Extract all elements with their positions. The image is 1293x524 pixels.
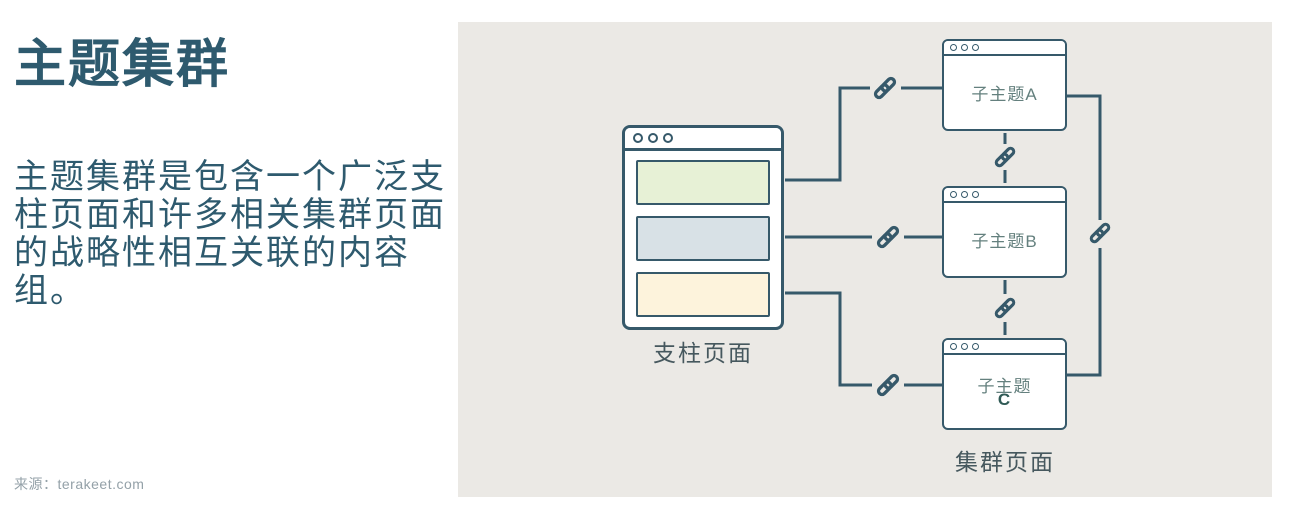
link-icon [993,145,1017,169]
pillar-to-c-connector [785,291,872,387]
pillar-to-a-connector [785,86,870,182]
page-title: 主题集群 [14,36,231,94]
window-control-dot [950,191,957,198]
connector-lines [785,75,1112,398]
window-control-dot [972,44,979,51]
link-icon [875,224,901,250]
window-control-dot [633,133,643,143]
content-block-cream [636,272,770,317]
window-control-dot [648,133,658,143]
cluster-window-title-text: 子主题B [971,231,1038,251]
a-to-c-connector [1067,94,1102,220]
cluster-window-title: 子主题A [944,56,1065,128]
window-controls [944,188,1065,203]
link-icon [993,296,1017,320]
window-control-dot [950,343,957,350]
link-icon [872,75,898,101]
window-controls [625,128,781,151]
window-control-dot [972,191,979,198]
window-control-dot [961,343,968,350]
cluster-pages-label: 集群页面 [955,449,1055,475]
cluster-window-title-text: 子主题 [977,377,1032,396]
window-control-dot [972,343,979,350]
window-control-dot [961,44,968,51]
cluster-window-c: 子主题 C [942,338,1067,430]
link-icon [875,372,901,398]
a-to-c-connector [1067,248,1102,377]
cluster-window-title: 子主题B [944,203,1065,275]
cluster-window-b: 子主题B [942,186,1067,278]
pillar-content-blocks [625,151,781,327]
pillar-page-label: 支柱页面 [653,340,753,366]
window-control-dot [663,133,673,143]
window-controls [944,340,1065,355]
source-attribution: 来源：terakeet.com [14,476,145,492]
topic-cluster-diagram: 支柱页面 子主题A 子主题B 子主题 [458,22,1272,497]
content-block-green [636,160,770,205]
link-icon [1088,221,1112,245]
window-control-dot [961,191,968,198]
cluster-window-a: 子主题A [942,39,1067,131]
cluster-window-title-overflow: C [997,390,1012,409]
cluster-window-title: 子主题 C [944,355,1065,427]
content-block-blue [636,216,770,261]
window-controls [944,41,1065,56]
page-description: 主题集群是包含一个广泛支柱页面和许多相关集群页面的战略性相互关联的内容组。 [14,158,446,310]
pillar-page-window [622,125,784,330]
cluster-window-title-text: 子主题A [971,84,1038,104]
window-control-dot [950,44,957,51]
